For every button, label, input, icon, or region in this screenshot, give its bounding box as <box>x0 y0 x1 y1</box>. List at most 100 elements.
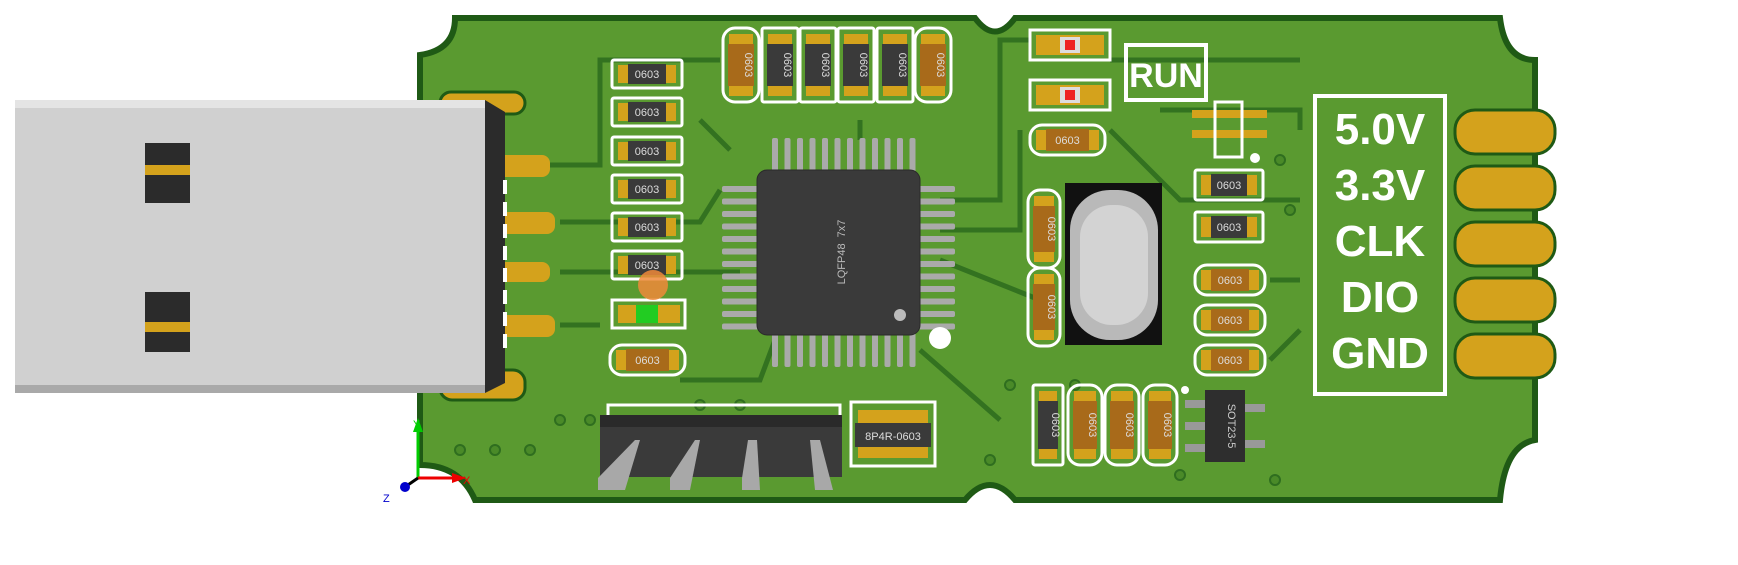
ic-label: LQFP48 7x7 <box>836 220 848 285</box>
axis-z-label: Z <box>383 493 390 505</box>
led <box>1028 28 1112 62</box>
0603-component: 0603 <box>610 173 684 205</box>
vertical-0603-component: 0603 <box>875 26 915 104</box>
ic-pin <box>834 333 841 367</box>
vertical-0603-component: 0603 <box>1026 188 1062 270</box>
0603-component: 0603 <box>1193 263 1267 297</box>
via <box>554 414 566 426</box>
0603-component: 0603 <box>610 96 684 128</box>
ic-pin <box>918 298 955 305</box>
ic-pin <box>872 138 878 172</box>
component-label: 0603 <box>1217 180 1241 192</box>
0603-component: 0603 <box>610 249 684 281</box>
ic-pin <box>772 138 778 172</box>
ic-pin <box>918 236 955 242</box>
ic-pin <box>809 333 816 367</box>
via <box>1004 379 1016 391</box>
via <box>524 444 536 456</box>
vertical-0603-component: 0603 <box>760 26 800 104</box>
ic-pin <box>918 286 955 292</box>
ic-pin <box>847 138 853 172</box>
ic-pin <box>772 333 778 367</box>
run-label-box <box>1124 43 1208 102</box>
ic-pin <box>847 333 853 367</box>
component-label: 0603 <box>896 53 908 77</box>
ic-pin <box>722 298 759 305</box>
ic-pin <box>918 261 955 267</box>
component-label: 0603 <box>635 184 659 196</box>
ic-pin <box>897 138 903 172</box>
vertical-0603-component: 0603 <box>836 26 876 104</box>
component-label: 0603 <box>635 260 659 272</box>
ic-pin <box>918 248 955 255</box>
component-label: 0603 <box>934 53 946 77</box>
vertical-0603-component: 0603 <box>1026 266 1062 348</box>
axis-x-label: X <box>463 475 471 487</box>
ic-pin <box>909 333 916 367</box>
ic-pin <box>859 138 866 172</box>
component-label: 0603 <box>1161 413 1173 437</box>
run-label: RUN <box>1129 57 1203 95</box>
0603-component: 0603 <box>1028 123 1107 157</box>
component-label: 0603 <box>635 146 659 158</box>
component-label: 0603 <box>1086 413 1098 437</box>
ic-pin <box>909 138 916 172</box>
component-label: 0603 <box>1218 355 1242 367</box>
via <box>1269 474 1281 486</box>
component-label: 0603 <box>819 53 831 77</box>
ic-pin <box>784 138 791 172</box>
ic-pin <box>797 138 803 172</box>
ic-pin <box>918 323 955 330</box>
vertical-0603-component: 0603 <box>798 26 838 104</box>
0603-component: 0603 <box>1193 303 1267 337</box>
crystal <box>1065 183 1162 345</box>
component-label: 0603 <box>1217 222 1241 234</box>
ic-pin <box>918 223 955 230</box>
ic-pin <box>918 186 955 192</box>
pin-label-gnd: GND <box>1331 329 1429 378</box>
ic-pin <box>722 261 759 267</box>
ic-pin <box>722 311 759 317</box>
vertical-0603-component: 0603 <box>1141 383 1179 467</box>
gold-finger <box>1453 276 1557 324</box>
ic-pin <box>722 273 759 280</box>
0603-component: 0603 <box>610 211 684 243</box>
via <box>584 414 596 426</box>
via <box>984 454 996 466</box>
axis-triad: Y X Z <box>383 418 471 505</box>
ic-pin <box>918 273 955 280</box>
gold-fingers <box>1453 108 1557 380</box>
ic-pin <box>897 333 903 367</box>
gold-finger <box>1453 108 1557 156</box>
component-label: 0603 <box>1055 135 1079 147</box>
gold-finger <box>1453 220 1557 268</box>
component-label: 0603 <box>742 53 754 77</box>
via <box>1274 154 1286 166</box>
0603-component: 0603 <box>1193 210 1265 244</box>
ic-pin <box>722 211 759 217</box>
selection-marker <box>638 270 668 300</box>
ic-pin <box>809 138 816 172</box>
component-label: 0603 <box>635 355 659 367</box>
component-label: 0603 <box>1045 217 1057 241</box>
ic-pin <box>918 198 955 205</box>
via <box>489 444 501 456</box>
ic-pin <box>722 198 759 205</box>
0603-component: 0603 <box>608 343 687 377</box>
small-sot-component <box>1192 100 1267 163</box>
ic-pin <box>722 223 759 230</box>
0603-component: 0603 <box>1193 168 1265 202</box>
ic-pin <box>722 248 759 255</box>
0603-component: 0603 <box>1193 343 1267 377</box>
ic-pin <box>872 333 878 367</box>
vertical-0603-component: 0603 <box>721 26 761 104</box>
ic-pin <box>918 211 955 217</box>
via <box>1284 204 1296 216</box>
vertical-0603-component: 0603 <box>1031 383 1065 467</box>
ic-pin <box>859 333 866 367</box>
ic-pin <box>822 138 828 172</box>
axis-y-label: Y <box>413 419 421 431</box>
ic-pin <box>918 311 955 317</box>
vertical-0603-component: 0603 <box>1103 383 1141 467</box>
